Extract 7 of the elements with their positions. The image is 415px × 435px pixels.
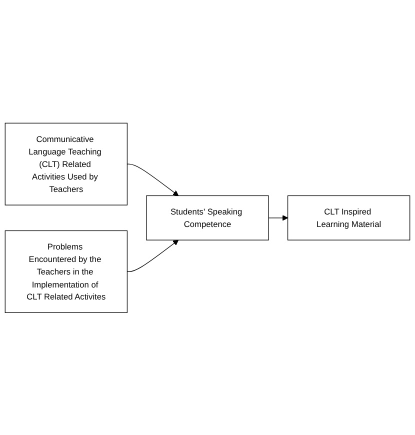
arrow	[126, 239, 179, 272]
arrow	[126, 163, 179, 196]
node-box: Students' Speaking Competence	[146, 195, 269, 240]
arrow	[268, 214, 288, 220]
node-box: CLT Inspired Learning Material	[287, 195, 410, 240]
node-box: Communicative Language Teaching (CLT) Related Activities Used by Teachers	[4, 122, 128, 205]
node-box: Problems Encountered by the Teachers in the Implementation of CLT Related Activites	[4, 230, 128, 313]
